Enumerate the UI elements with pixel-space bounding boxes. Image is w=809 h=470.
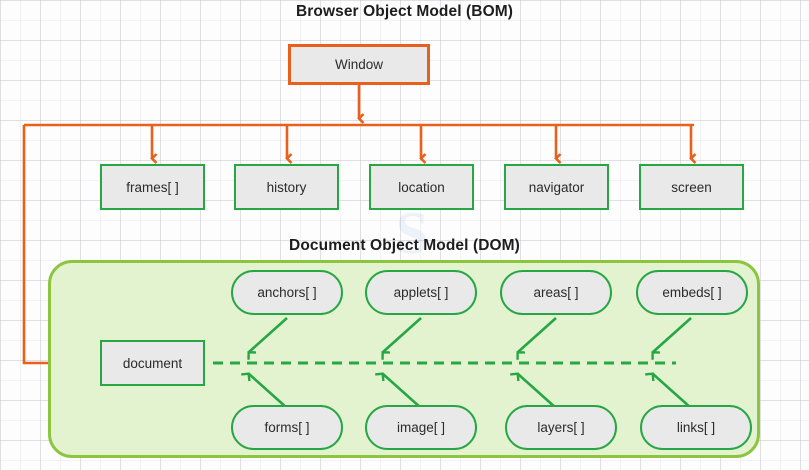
node-image[interactable]: image[ ]	[365, 405, 477, 450]
node-location[interactable]: location	[369, 164, 474, 210]
node-image-label: image[ ]	[396, 420, 446, 435]
node-applets[interactable]: applets[ ]	[365, 270, 477, 315]
node-anchors-label: anchors[ ]	[257, 285, 317, 300]
node-navigator[interactable]: navigator	[504, 164, 609, 210]
node-screen-label: screen	[671, 179, 712, 195]
node-links[interactable]: links[ ]	[640, 405, 752, 450]
node-screen[interactable]: screen	[639, 164, 744, 210]
node-applets-label: applets[ ]	[393, 285, 449, 300]
dom-section-title: Document Object Model (DOM)	[289, 237, 520, 254]
node-forms-label: forms[ ]	[264, 420, 310, 435]
node-links-label: links[ ]	[676, 420, 716, 435]
node-navigator-label: navigator	[528, 179, 585, 195]
node-areas[interactable]: areas[ ]	[500, 270, 612, 315]
node-areas-label: areas[ ]	[533, 285, 579, 300]
node-embeds[interactable]: embeds[ ]	[636, 270, 748, 315]
node-frames-label: frames[ ]	[126, 179, 179, 195]
node-window[interactable]: Window	[288, 44, 430, 85]
node-layers[interactable]: layers[ ]	[505, 405, 617, 450]
node-forms[interactable]: forms[ ]	[231, 405, 343, 450]
node-location-label: location	[398, 179, 445, 195]
bom-section-title: Browser Object Model (BOM)	[295, 3, 514, 20]
watermark: S	[395, 199, 429, 266]
node-layers-label: layers[ ]	[537, 420, 585, 435]
node-window-label: Window	[334, 57, 383, 72]
node-history[interactable]: history	[234, 164, 339, 210]
node-document[interactable]: document	[100, 340, 205, 386]
node-history-label: history	[266, 179, 307, 195]
node-embeds-label: embeds[ ]	[662, 285, 722, 300]
node-document-label: document	[122, 355, 183, 371]
node-frames[interactable]: frames[ ]	[100, 164, 205, 210]
node-anchors[interactable]: anchors[ ]	[231, 270, 343, 315]
